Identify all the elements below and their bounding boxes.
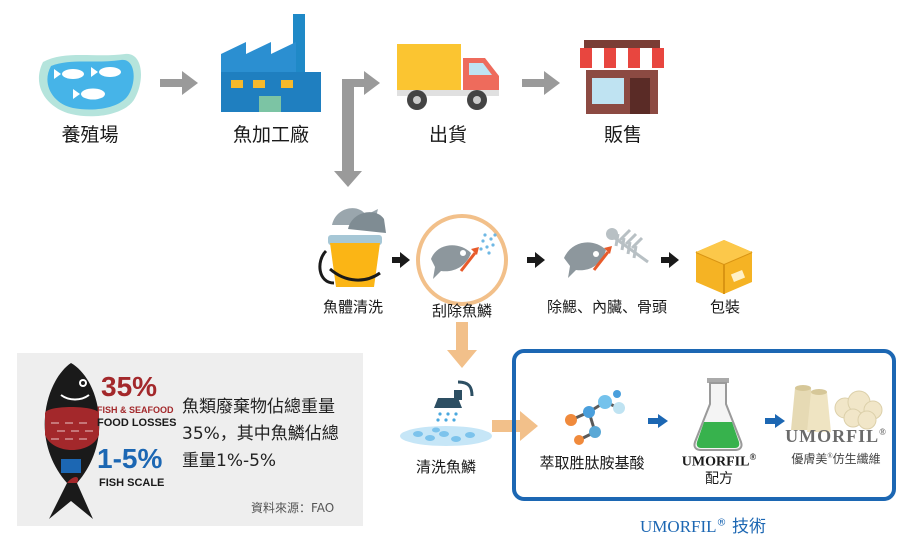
descale-icon — [416, 214, 508, 306]
waste-note-line1: 魚類廢棄物佔總重量 — [182, 397, 335, 417]
molecule-icon — [565, 390, 625, 445]
fish-silhouette-icon — [44, 363, 100, 519]
scale-washing-label: 清洗魚鱗 — [415, 458, 476, 476]
branch-arrow-icon — [334, 71, 380, 187]
umorfil-logo-label: UMORFIL® — [778, 426, 894, 447]
fiber-brand: UMORFIL — [785, 426, 880, 446]
fish-bucket-icon — [318, 208, 386, 287]
shop-icon — [580, 40, 664, 114]
data-source: 資料來源：FAO — [251, 501, 335, 515]
step-arrow-icon — [392, 252, 410, 268]
fish-scale-label: FISH SCALE — [99, 477, 165, 489]
factory-icon — [221, 14, 321, 112]
remove-parts-label: 除鰓、內臟、骨頭 — [546, 298, 667, 316]
umorfil-formula-label: UMORFIL® — [669, 448, 769, 472]
step-arrow-icon — [661, 252, 679, 268]
shower-icon — [400, 380, 492, 446]
truck-icon — [397, 44, 499, 110]
flow-arrow-icon — [160, 71, 198, 95]
flask-icon — [693, 378, 743, 451]
processing-plant-label: 魚加工廠 — [232, 124, 309, 146]
fish-farm-label: 養殖場 — [61, 124, 119, 146]
waste-note-line2: 35%，其中魚鱗佔總 — [182, 424, 339, 444]
caption-brand: UMORFIL — [640, 517, 717, 536]
package-box-icon — [695, 240, 753, 294]
food-loss-label-line1: FISH & SEAFOOD — [97, 405, 174, 415]
tech-arrow-icon — [765, 414, 785, 428]
fish-bone-icon — [564, 228, 649, 278]
fiber-name-label: 優膚美®仿生纖維 — [778, 450, 894, 467]
formula-brand: UMORFIL — [681, 454, 750, 470]
down-arrow-icon — [447, 322, 477, 368]
fiber-spools-icon — [791, 385, 883, 432]
descale-label: 刮除魚鱗 — [431, 302, 492, 320]
fiber-name-a: 優膚美 — [791, 452, 828, 466]
flow-arrow-icon — [522, 71, 560, 95]
packaging-label: 包裝 — [709, 298, 740, 316]
fiber-reg-mark: ® — [879, 427, 887, 437]
umorfil-technology-frame — [512, 349, 896, 501]
extract-peptide-label: 萃取胜肽胺基酸 — [539, 454, 645, 472]
retail-label: 販售 — [603, 124, 642, 146]
technology-caption: UMORFIL® 技術 — [598, 512, 808, 537]
shipping-label: 出貨 — [428, 124, 467, 146]
tech-arrow-icon — [648, 414, 668, 428]
waste-note-line3: 重量1%-5% — [182, 451, 277, 471]
caption-reg-mark: ® — [716, 517, 727, 529]
food-loss-percentage: 35% — [101, 371, 158, 402]
fish-scale-percentage: 1-5% — [97, 443, 163, 474]
formula-reg-mark: ® — [749, 452, 757, 462]
formula-suffix-label: 配方 — [705, 471, 733, 487]
fish-farm-icon — [38, 53, 141, 117]
fiber-name-b: 仿生纖維 — [832, 452, 881, 466]
food-loss-label-line2: FOOD LOSSES — [97, 417, 177, 429]
fiber-name-reg: ® — [827, 452, 833, 460]
wash-fish-label: 魚體清洗 — [322, 298, 383, 316]
waste-info-panel: 35% FISH & SEAFOOD FOOD LOSSES 1-5% FISH… — [17, 353, 363, 526]
caption-text: 技術 — [726, 517, 766, 537]
step-arrow-icon — [527, 252, 545, 268]
